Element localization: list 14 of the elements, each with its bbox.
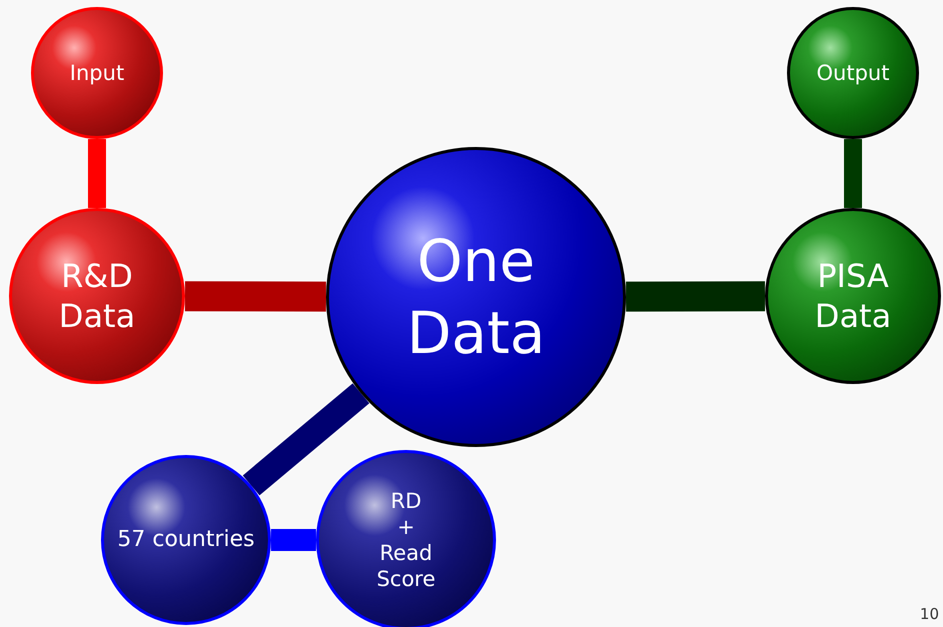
node-label: R&D Data — [58, 256, 136, 336]
connector — [184, 281, 326, 312]
connector — [626, 281, 765, 312]
node-label: 57 countries — [117, 526, 255, 554]
node-label: PISA Data — [814, 256, 892, 336]
connector — [271, 529, 316, 551]
connector — [844, 139, 862, 208]
node-label: Output — [816, 60, 890, 86]
page-number: 10 — [920, 605, 939, 623]
node-label: Input — [70, 60, 124, 86]
node-label: RD + Read Score — [376, 488, 436, 592]
connector — [242, 383, 370, 496]
connector — [88, 139, 106, 208]
node-label: One Data — [406, 226, 546, 369]
